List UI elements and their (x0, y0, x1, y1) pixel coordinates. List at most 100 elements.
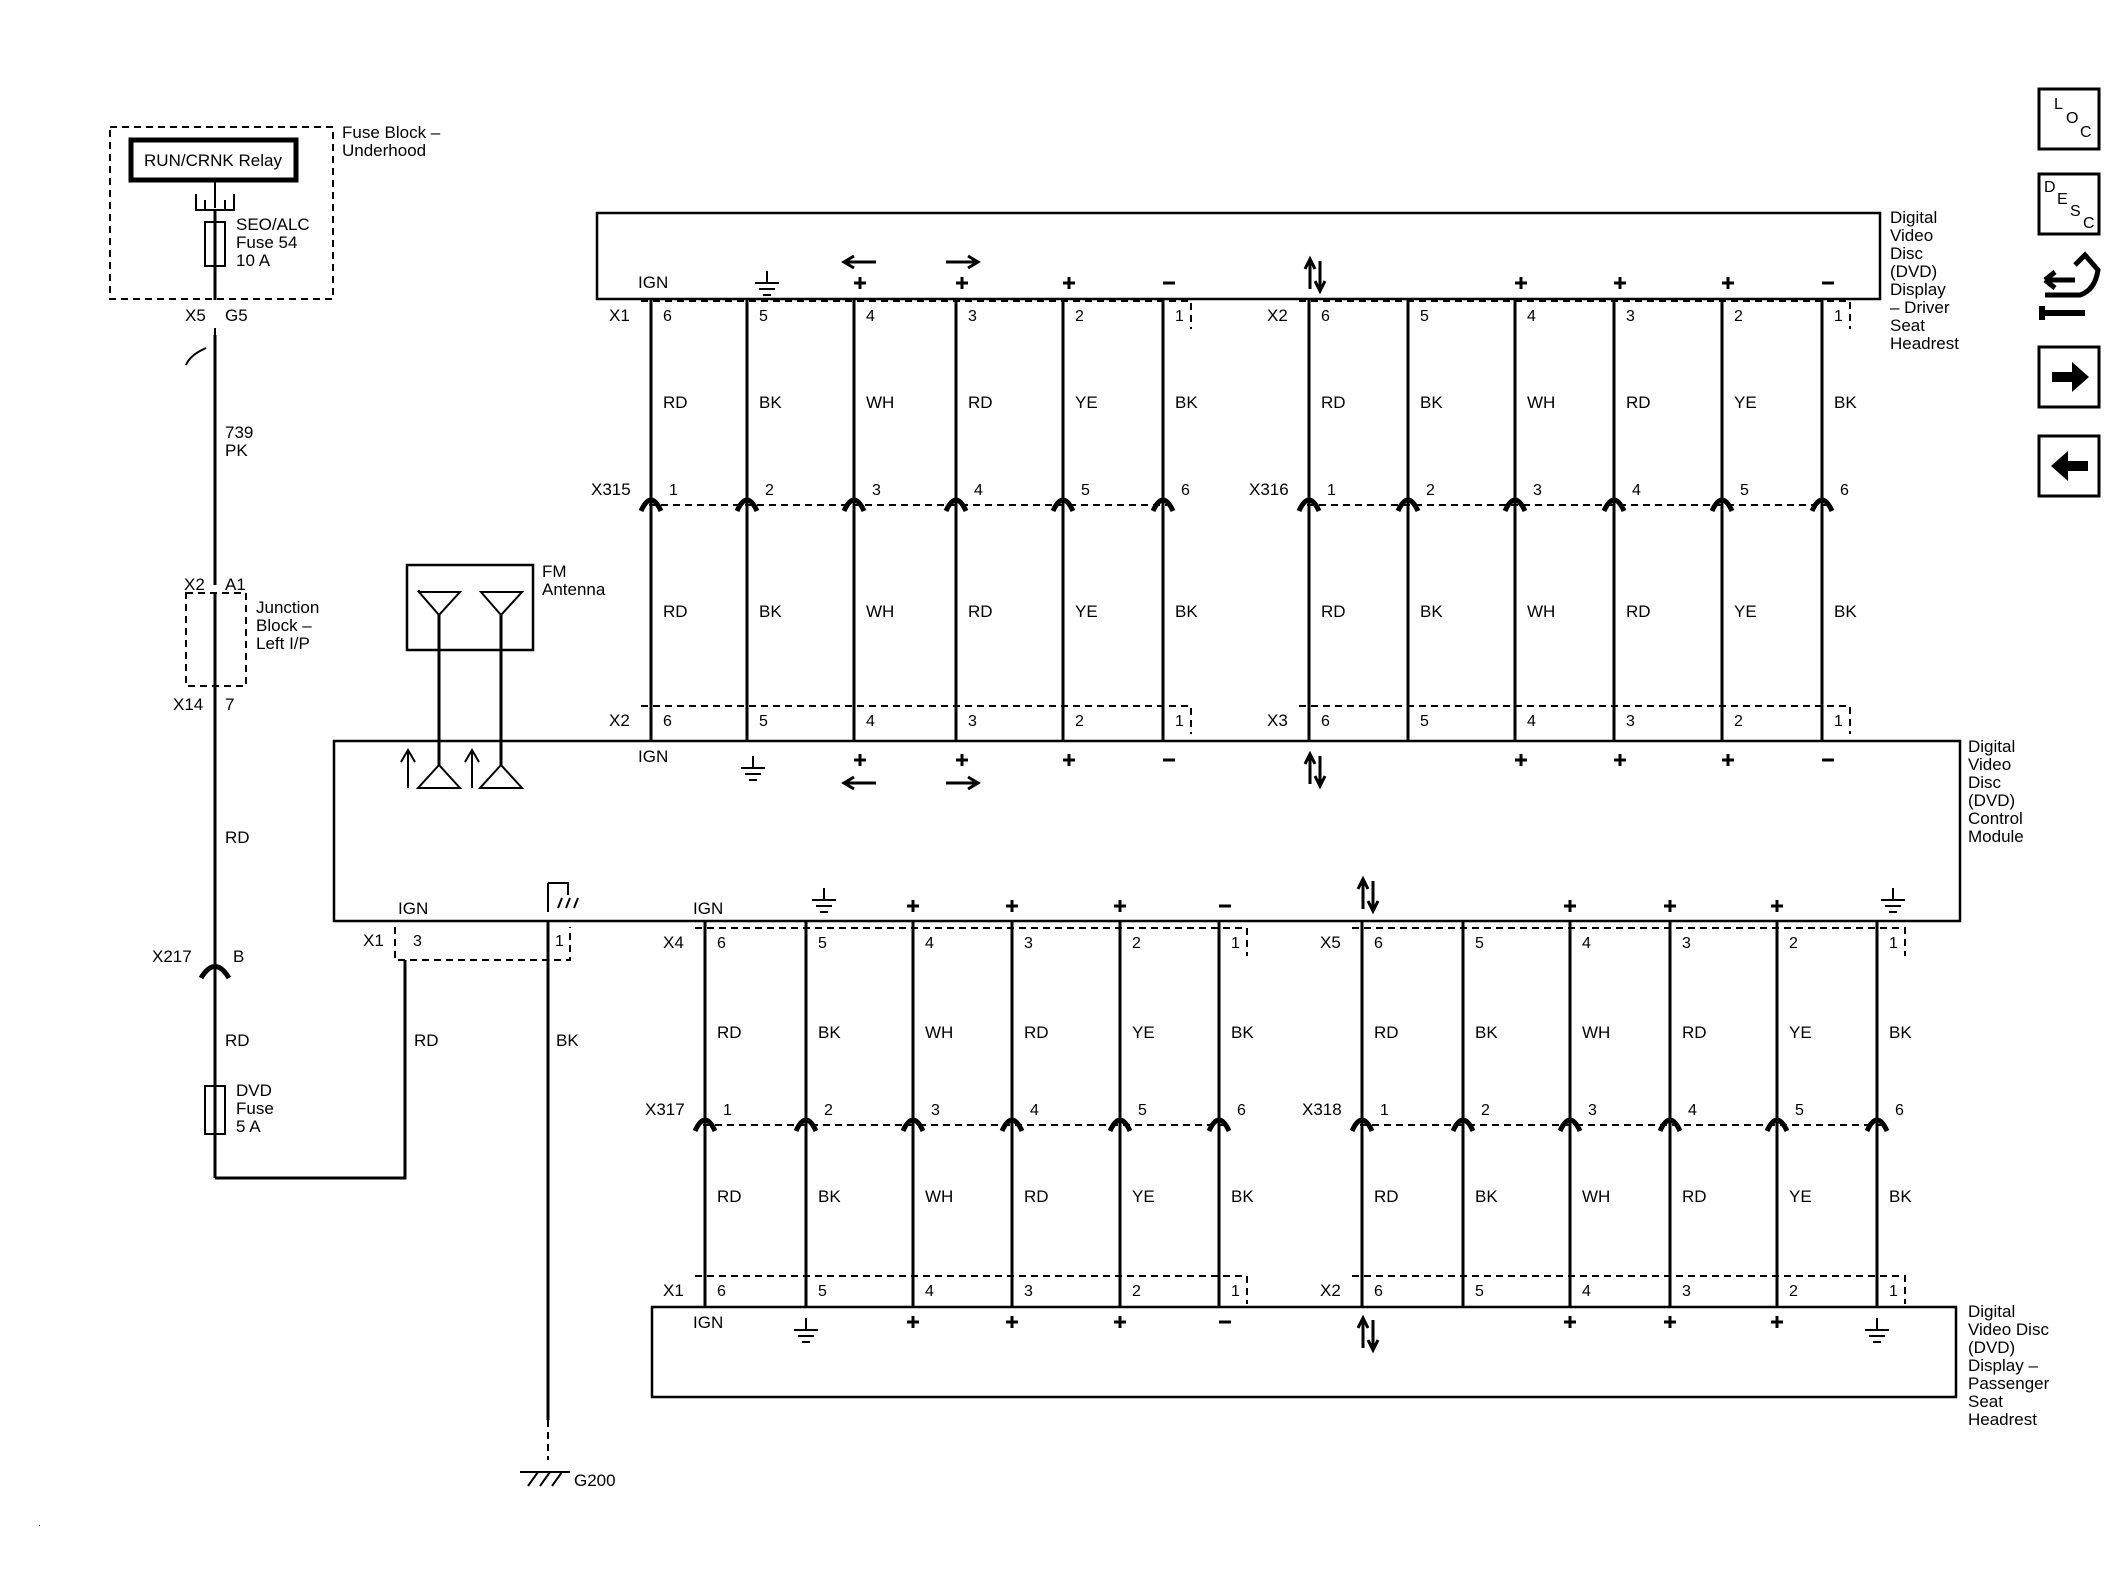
bottom-group-1-color-top-4: RD (1024, 1023, 1049, 1042)
top-group-2-color-bottom-2: BK (1420, 602, 1443, 621)
top-group-1-color-bottom-1: RD (663, 602, 688, 621)
top-group-1-pin-b-2: 5 (759, 713, 768, 730)
fuse-54-label-2: Fuse 54 (236, 233, 297, 252)
right-arrow-icon (2052, 362, 2089, 392)
top-group-2-pin-a-4: 3 (1626, 308, 1635, 325)
bottom-group-2-color-top-1: RD (1374, 1023, 1399, 1042)
fuse-54-label-1: SEO/ALC (236, 215, 310, 234)
top-group-2-pin-a-1: 6 (1321, 308, 1330, 325)
loc-letter-l: L (2054, 96, 2063, 113)
top-group-1-inline-term-6 (1150, 497, 1176, 513)
driver-plus-3 (956, 277, 968, 289)
bottom-group-2-inline-pin-5: 5 (1795, 1102, 1804, 1119)
top-group-2-inline-pin-1: 1 (1327, 482, 1336, 499)
top-group-1-pin-a-2: 5 (759, 308, 768, 325)
bottom-group-2-color-top-4: RD (1682, 1023, 1707, 1042)
rd-wire-color: RD (225, 828, 250, 847)
previous-arrow-button[interactable] (2037, 434, 2101, 498)
module-feed-gnd-color: BK (556, 1031, 579, 1050)
x5-terminal-symbol (185, 328, 216, 366)
bottom-group-1-color-top-5: YE (1132, 1023, 1155, 1042)
top-group-1-color-top-2: BK (759, 393, 782, 412)
top-group-2-conn-b-label: X3 (1267, 711, 1288, 730)
driver-title-7: Seat (1890, 316, 1925, 335)
top-group-2-color-bottom-6: BK (1834, 602, 1857, 621)
connector-wrench-icon[interactable] (2039, 251, 2101, 320)
fuse-54-label-3: 10 A (236, 251, 271, 270)
bottom-group-2-pin-b-1: 6 (1374, 1283, 1383, 1300)
location-button[interactable]: L O C (2037, 87, 2101, 151)
relay-label: RUN/CRNK Relay (144, 151, 282, 170)
driver-arrow-right (946, 254, 981, 270)
module-top-arrow-right (946, 775, 981, 791)
bottom-group-2-inline-term-5 (1764, 1117, 1790, 1133)
module-feed-ign-color: RD (414, 1031, 439, 1050)
driver-title-1: Digital (1890, 208, 1937, 227)
bottom-group-2-pin-b-5: 2 (1789, 1283, 1798, 1300)
top-group-1-color-top-5: YE (1075, 393, 1098, 412)
driver-bidir-6 (1303, 255, 1327, 295)
driver-title-6: – Driver (1890, 298, 1950, 317)
module-bottom-plus-4 (907, 900, 919, 912)
dvd-fuse-wire-color: RD (225, 1031, 250, 1050)
top-group-2-inline-pin-2: 2 (1426, 482, 1435, 499)
passenger-display-box (650, 1305, 1958, 1399)
bottom-group-1-inline-term-5 (1107, 1117, 1133, 1133)
top-group-1-pin-b-4: 3 (968, 713, 977, 730)
bottom-group-2-pin-a-5: 2 (1789, 935, 1798, 952)
top-group-1-inline-term-5 (1050, 497, 1076, 513)
bottom-group-1-color-bottom-5: YE (1132, 1187, 1155, 1206)
description-button[interactable]: D E S C (2037, 172, 2101, 236)
jb-top-conn: X2 (184, 575, 205, 594)
pass-plus-2 (1114, 1316, 1126, 1328)
top-group-2-inline-term-3 (1502, 497, 1528, 513)
pass-title-2: Video Disc (1968, 1320, 2049, 1339)
bottom-group-1-color-bottom-1: RD (717, 1187, 742, 1206)
bottom-group-1-inline-pin-5: 5 (1138, 1102, 1147, 1119)
bottom-group-2-pin-a-3: 4 (1582, 935, 1591, 952)
top-group-2-conn-a-label: X2 (1267, 306, 1288, 325)
module-top-plus-x3-3 (1614, 754, 1626, 766)
bottom-group-1-pin-b-5: 2 (1132, 1283, 1141, 1300)
top-group-1-inline-term-2 (734, 497, 760, 513)
fuse-block-title-1: Fuse Block – (342, 123, 441, 142)
top-group-1-inline-pin-3: 3 (872, 482, 881, 499)
pass-title-4: Display – (1968, 1356, 2038, 1375)
pass-title-1: Digital (1968, 1302, 2015, 1321)
top-group-2-color-bottom-4: RD (1626, 602, 1651, 621)
cm-title-4: (DVD) (1968, 791, 2015, 810)
top-group-1-connector-top (641, 300, 1192, 329)
bottom-group-2-inline-pin-3: 3 (1588, 1102, 1597, 1119)
bottom-group-2-color-top-6: BK (1889, 1023, 1912, 1042)
module-bottom-plus-2 (1114, 900, 1126, 912)
top-group-2-pin-b-5: 2 (1734, 713, 1743, 730)
driver-plus-x2-4 (1515, 277, 1527, 289)
x217-pin-label: B (233, 947, 244, 966)
top-group-2-inline-pin-3: 3 (1533, 482, 1542, 499)
driver-ign-label: IGN (638, 273, 668, 292)
cm-title-2: Video (1968, 755, 2011, 774)
top-group-1-inline-label: X315 (591, 480, 631, 499)
module-top-plus-4 (854, 754, 866, 766)
top-group-1-color-top-4: RD (968, 393, 993, 412)
next-arrow-button[interactable] (2037, 345, 2101, 409)
pass-title-3: (DVD) (1968, 1338, 2015, 1357)
top-group-2-inline-term-5 (1709, 497, 1735, 513)
fm-antenna-label-1: FM (542, 562, 567, 581)
module-top-gnd (741, 756, 765, 781)
control-module-title: Digital Video Disc (DVD) Control Module (1968, 737, 2024, 846)
pass-title-6: Seat (1968, 1392, 2003, 1411)
top-group-1-conn-b-label: X2 (609, 711, 630, 730)
bottom-group-2-color-bottom-4: RD (1682, 1187, 1707, 1206)
bottom-group-1-color-top-1: RD (717, 1023, 742, 1042)
module-top-plus-x3-2 (1722, 754, 1734, 766)
desc-letter-c2: C (2083, 215, 2095, 232)
top-group-2-pin-b-1: 6 (1321, 713, 1330, 730)
bottom-group-1-inline-pin-4: 4 (1030, 1102, 1039, 1119)
top-group-1-color-top-1: RD (663, 393, 688, 412)
top-group-2-connector-bottom (1299, 705, 1851, 734)
bottom-group-2-color-top-3: WH (1582, 1023, 1610, 1042)
top-group-1-connector-bottom (641, 705, 1192, 734)
driver-display-box (595, 211, 1882, 301)
